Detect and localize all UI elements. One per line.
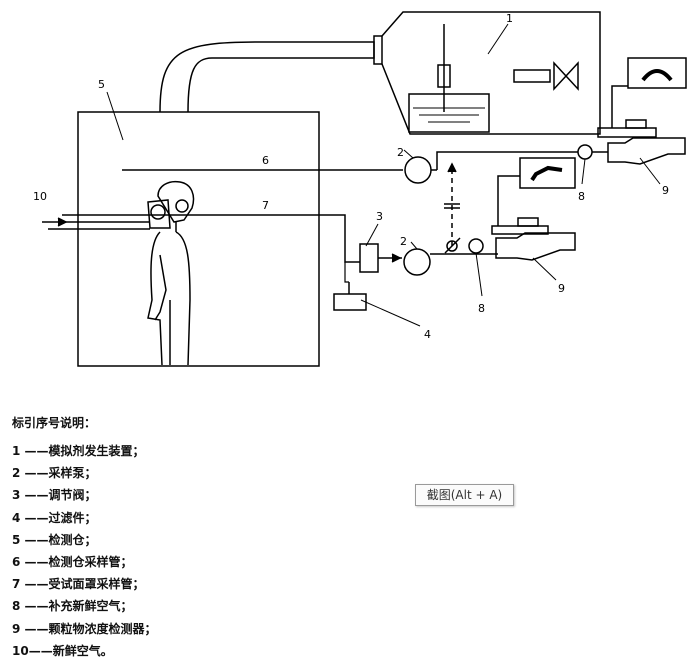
legend-item: 10——新鲜空气。	[12, 643, 113, 658]
test-apparatus-diagram: 1 5 2 6 8 9 10 7 3 2 9 8 4	[33, 11, 687, 367]
upper-flow-line	[436, 151, 578, 170]
legend-item: 6 ——检测仓采样管；	[12, 554, 133, 569]
legend-item: 7 ——受试面罩采样管；	[12, 577, 145, 592]
sampling-pump-upper	[404, 156, 432, 184]
legend: 标引序号说明： 1 ——模拟剂发生装置； 2 ——采样泵； 3 ——调节阀； 4…	[12, 414, 157, 662]
label-2-upper: 2	[397, 146, 404, 159]
label-7: 7	[262, 199, 269, 212]
mask-sampling-tube	[62, 214, 360, 263]
fresh-air-inlet	[42, 217, 150, 230]
legend-item: 9 ——颗粒物浓度检测器；	[12, 621, 157, 636]
label-10: 10	[33, 190, 47, 203]
supply-duct	[159, 41, 375, 113]
label-8-upper: 8	[578, 190, 585, 203]
label-6: 6	[262, 154, 269, 167]
filter	[333, 293, 367, 311]
simulant-generator	[373, 11, 601, 135]
label-9-upper: 9	[662, 184, 669, 197]
legend-item: 1 ——模拟剂发生装置；	[12, 444, 145, 458]
label-5: 5	[98, 78, 105, 91]
regulating-valve	[359, 243, 379, 273]
particle-detector-upper	[597, 57, 687, 165]
label-8-lower: 8	[478, 302, 485, 315]
fresh-air-inlet-upper	[577, 144, 593, 160]
legend-item: 3 ——调节阀；	[12, 488, 97, 503]
test-chamber	[77, 111, 320, 367]
legend-title: 标引序号说明：	[12, 416, 97, 430]
legend-item: 5 ——检测仓；	[12, 532, 97, 547]
label-3: 3	[376, 210, 383, 223]
label-1: 1	[506, 12, 513, 25]
sampling-pump-lower	[403, 248, 431, 276]
fresh-air-inlet-lower	[468, 238, 484, 254]
label-9-lower: 9	[558, 282, 565, 295]
legend-item: 8 ——补充新鲜空气；	[12, 599, 133, 614]
label-4: 4	[424, 328, 431, 341]
particle-detector-lower	[491, 157, 576, 261]
legend-item: 2 ——采样泵；	[12, 466, 97, 481]
label-2-lower: 2	[400, 235, 407, 248]
screenshot-tooltip: 截图(Alt + A)	[415, 484, 514, 506]
test-subject	[147, 180, 195, 366]
legend-item: 4 ——过滤件；	[12, 510, 97, 525]
